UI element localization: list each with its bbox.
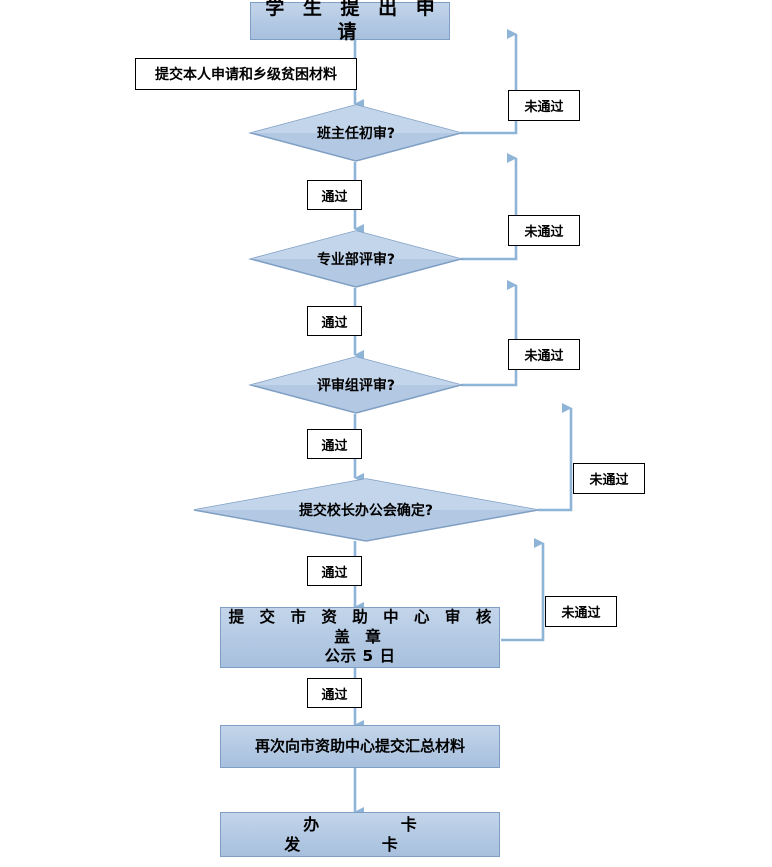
edge-label-pass-4-text: 通过 xyxy=(321,565,348,581)
edge-label-pass-5-text: 通过 xyxy=(321,687,348,703)
edge-label-pass-2-text: 通过 xyxy=(321,315,348,331)
connector-fail-branch-decision4 xyxy=(538,403,573,512)
edge-label-fail-1-text: 未通过 xyxy=(524,100,564,115)
edge-label-fail-2-text: 未通过 xyxy=(524,225,564,240)
decision4-text: 提交校长办公会确定? xyxy=(193,478,539,542)
edge-label-fail-4[interactable]: 未通过 xyxy=(573,463,645,494)
connector-fail-branch-decision1 xyxy=(461,29,518,135)
decision3-text: 评审组评审? xyxy=(250,356,462,414)
node-decision1[interactable]: 班主任初审? xyxy=(248,104,464,162)
decision1-shape xyxy=(248,104,464,162)
decision2-shape xyxy=(248,230,464,288)
node-resubmit[interactable]: 再次向市资助中心提交汇总材料 xyxy=(220,725,500,768)
decision3-shape xyxy=(248,356,464,414)
edge-label-fail-2[interactable]: 未通过 xyxy=(508,215,580,246)
connector-fail-branch-review-center xyxy=(501,538,545,642)
node-decision4-label: 提交校长办公会确定? xyxy=(298,503,434,519)
node-decision2[interactable]: 专业部评审? xyxy=(248,230,464,288)
node-start[interactable]: 学 生 提 出 申 请 xyxy=(250,0,450,43)
decision2-text: 专业部评审? xyxy=(250,230,462,288)
edge-label-fail-5-text: 未通过 xyxy=(561,606,601,621)
edge-label-fail-3-text: 未通过 xyxy=(524,349,564,364)
node-start-label: 学 生 提 出 申 请 xyxy=(265,0,441,43)
node-decision4[interactable]: 提交校长办公会确定? xyxy=(193,478,539,542)
edge-label-pass-3-text: 通过 xyxy=(321,438,348,454)
decision4-shape xyxy=(193,478,539,542)
edge-label-pass-2[interactable]: 通过 xyxy=(307,306,362,336)
edge-label-fail-3[interactable]: 未通过 xyxy=(508,339,580,370)
node-materials-label: 提交本人申请和乡级贫困材料 xyxy=(155,67,337,83)
node-decision2-label: 专业部评审? xyxy=(316,252,396,268)
node-review-center-line1: 提 交 市 资 助 中 心 审 核 盖 章 xyxy=(228,608,497,646)
decision1-text: 班主任初审? xyxy=(250,104,462,162)
edge-label-pass-1[interactable]: 通过 xyxy=(307,180,362,210)
node-decision3[interactable]: 评审组评审? xyxy=(248,356,464,414)
edge-label-pass-4[interactable]: 通过 xyxy=(307,556,362,586)
node-issue-card[interactable]: 办 卡 发 卡 xyxy=(220,812,500,857)
edge-label-fail-1[interactable]: 未通过 xyxy=(508,90,580,121)
connector-fail-branch-decision3 xyxy=(461,280,518,387)
edge-label-pass-3[interactable]: 通过 xyxy=(307,429,362,459)
node-decision3-label: 评审组评审? xyxy=(316,378,396,394)
node-review-center-line2: 公示 5 日 xyxy=(324,647,396,666)
node-issue-card-label: 办 卡 发 卡 xyxy=(284,814,455,854)
edge-label-pass-1-text: 通过 xyxy=(321,189,348,205)
node-materials-annotation[interactable]: 提交本人申请和乡级贫困材料 xyxy=(135,58,357,90)
connector-fail-branch-decision2 xyxy=(461,153,518,261)
edge-label-fail-4-text: 未通过 xyxy=(589,473,629,488)
node-resubmit-label: 再次向市资助中心提交汇总材料 xyxy=(254,737,465,756)
node-decision1-label: 班主任初审? xyxy=(316,126,396,142)
edge-label-fail-5[interactable]: 未通过 xyxy=(545,596,617,627)
edge-label-pass-5[interactable]: 通过 xyxy=(307,678,362,708)
node-review-center[interactable]: 提 交 市 资 助 中 心 审 核 盖 章 公示 5 日 xyxy=(220,607,500,668)
